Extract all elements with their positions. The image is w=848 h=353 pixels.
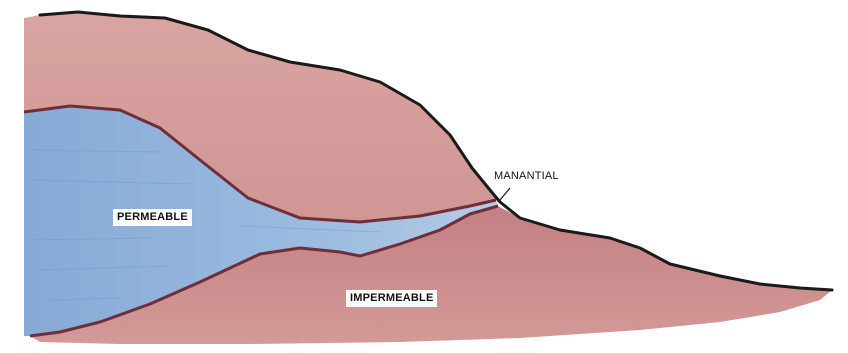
spring-pointer-line <box>500 188 510 200</box>
permeable-label: PERMEABLE <box>113 209 192 226</box>
impermeable-label: IMPERMEABLE <box>346 290 437 307</box>
spring-label: MANANTIAL <box>494 170 559 182</box>
